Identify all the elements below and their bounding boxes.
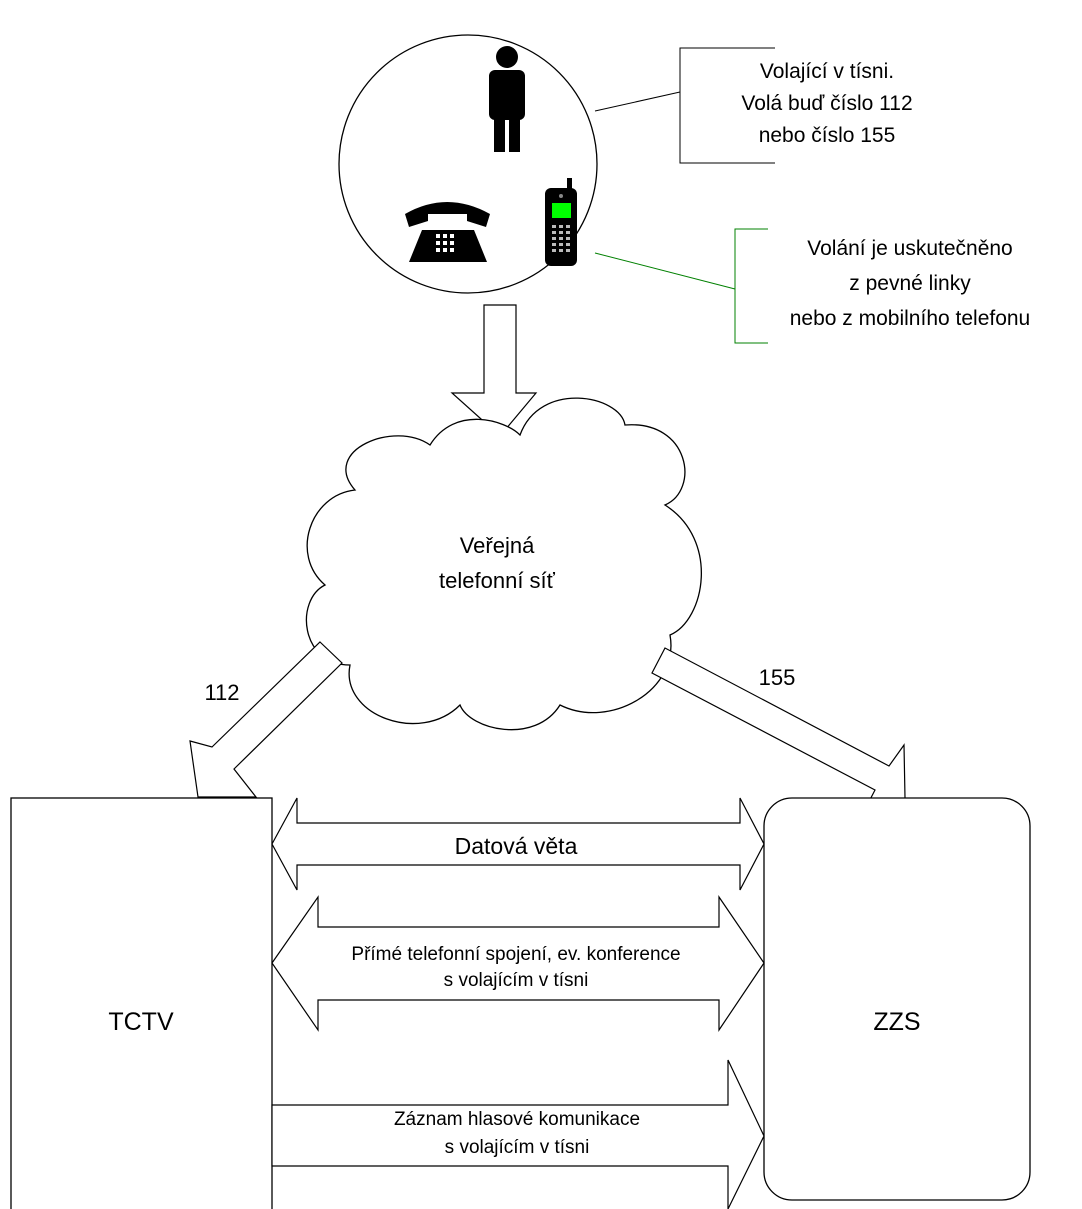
down-arrow (450, 304, 538, 437)
caller-callout-line-2: Volá buď číslo 112 (741, 92, 912, 115)
route-112-label: 112 (204, 680, 239, 705)
network-cloud (305, 397, 702, 731)
voice-record-arrow-shape (271, 1059, 765, 1209)
caller-callout (594, 47, 775, 164)
desk-phone-icon (405, 202, 490, 262)
mobile-phone-icon (545, 178, 577, 266)
device-callout-line-1: Volání je uskutečněno (807, 237, 1013, 260)
caller-callout-line-1: Volající v tísni. (760, 60, 894, 83)
device-callout (594, 228, 768, 344)
tctv-box (10, 797, 273, 1209)
data-sentence-label: Datová věta (455, 833, 578, 859)
device-callout-line-3: nebo z mobilního telefonu (790, 307, 1031, 330)
direct-call-label-line-1: Přímé telefonní spojení, ev. konference (351, 944, 680, 965)
zzs-box (763, 797, 1031, 1201)
route-155-label: 155 (759, 665, 796, 690)
direct-call-arrow-shape (271, 895, 765, 1032)
zzs-label: ZZS (873, 1008, 920, 1036)
device-callout-line-2: z pevné linky (849, 272, 971, 295)
voice-record-label-line-2: s volajícím v tísni (445, 1137, 590, 1158)
caller-callout-line-3: nebo číslo 155 (759, 124, 896, 147)
network-label-line-1: Veřejná (460, 533, 535, 558)
data-sentence-arrow (271, 797, 765, 891)
person-icon (489, 46, 525, 152)
caller-circle (338, 34, 598, 294)
network-label-line-2: telefonní síť (439, 568, 556, 593)
voice-record-label-line-1: Záznam hlasové komunikace (394, 1109, 640, 1130)
route-112-arrow (189, 641, 343, 798)
direct-call-label-line-2: s volajícím v tísni (444, 970, 589, 991)
direct-call-arrow (272, 727, 764, 897)
tctv-label: TCTV (108, 1008, 174, 1036)
